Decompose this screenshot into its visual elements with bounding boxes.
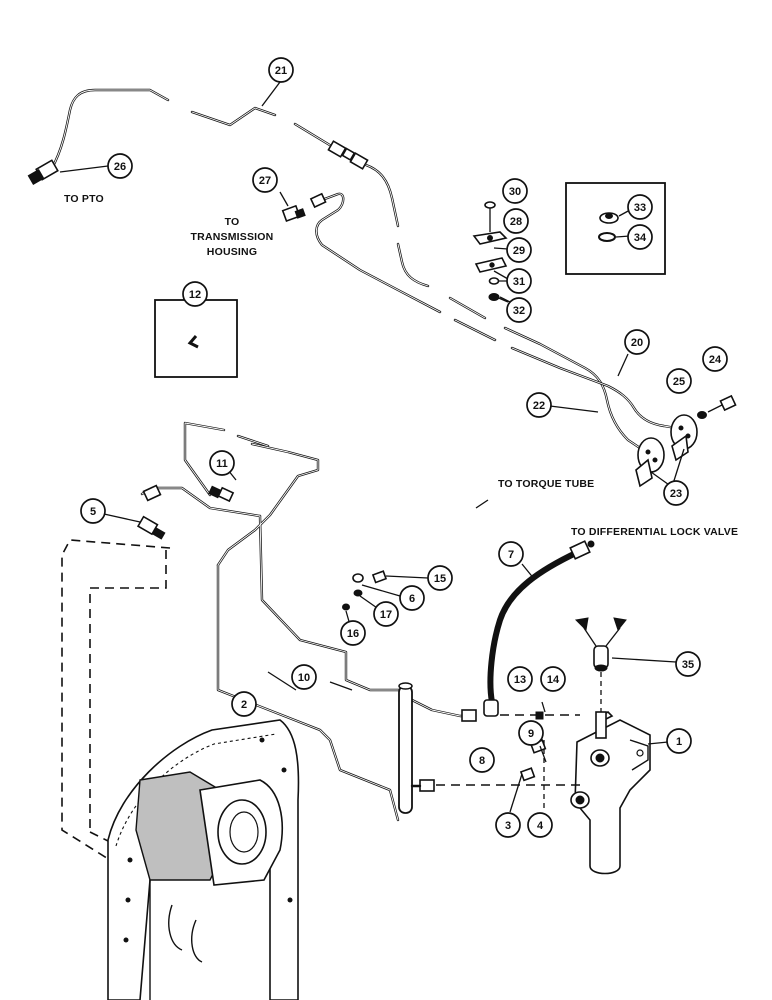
callout-4: 4: [527, 812, 553, 838]
svg-text:24: 24: [709, 354, 722, 366]
svg-text:22: 22: [533, 400, 545, 412]
tube-21: [50, 88, 642, 450]
svg-text:7: 7: [508, 549, 514, 561]
svg-text:12: 12: [189, 289, 201, 301]
svg-text:34: 34: [634, 232, 647, 244]
svg-text:17: 17: [380, 609, 392, 621]
callout-8: 8: [469, 747, 495, 773]
parts-6-15-16-17: [342, 570, 429, 626]
tank-outline: [61, 539, 171, 861]
callout-15: 15: [427, 565, 453, 591]
svg-text:29: 29: [513, 245, 525, 257]
inset-box-12: [154, 299, 238, 378]
callout-35: 35: [675, 651, 701, 677]
svg-text:30: 30: [509, 186, 521, 198]
callout-5: 5: [80, 498, 106, 524]
valve-1: [570, 711, 669, 875]
svg-text:27: 27: [259, 175, 271, 187]
svg-text:14: 14: [547, 674, 560, 686]
svg-text:13: 13: [514, 674, 526, 686]
svg-text:10: 10: [298, 672, 310, 684]
svg-text:16: 16: [347, 628, 359, 640]
label-to-transmission-1: TO: [225, 216, 240, 228]
elbow-5: [103, 513, 166, 540]
callout-14: 14: [540, 666, 566, 692]
callout-21: 21: [268, 57, 294, 83]
callout-26: 26: [107, 153, 133, 179]
label-to-pto: TO PTO: [64, 193, 104, 205]
callout-34: 34: [627, 224, 653, 250]
svg-text:25: 25: [673, 376, 685, 388]
svg-text:28: 28: [510, 216, 522, 228]
svg-text:23: 23: [670, 488, 682, 500]
callout-17: 17: [373, 601, 399, 627]
svg-text:5: 5: [90, 506, 96, 518]
callout-27: 27: [252, 167, 278, 193]
svg-text:35: 35: [682, 659, 694, 671]
sensor-35: [574, 617, 677, 712]
svg-text:31: 31: [513, 276, 525, 288]
callout-9: 9: [518, 720, 544, 746]
callout-11: 11: [209, 450, 235, 476]
torque-tube-blocks: [635, 394, 737, 488]
callout-22: 22: [526, 392, 552, 418]
callout-13: 13: [507, 666, 533, 692]
callout-1: 1: [666, 728, 692, 754]
leader-lines: [227, 81, 629, 691]
callout-31: 31: [506, 268, 532, 294]
svg-text:21: 21: [275, 65, 287, 77]
hose-7: [483, 540, 595, 717]
callout-16: 16: [340, 620, 366, 646]
label-to-differential-lock-valve: TO DIFFERENTIAL LOCK VALVE: [571, 526, 738, 538]
svg-text:20: 20: [631, 337, 643, 349]
callout-25: 25: [666, 368, 692, 394]
svg-text:11: 11: [216, 458, 228, 470]
svg-text:9: 9: [528, 728, 534, 740]
svg-text:32: 32: [513, 305, 525, 317]
callout-12: 12: [182, 281, 208, 307]
elbow-26: [27, 159, 109, 186]
callout-24: 24: [702, 346, 728, 372]
label-to-transmission-2: TRANSMISSION: [191, 231, 274, 243]
small-fittings: [436, 701, 580, 813]
svg-text:1: 1: [676, 736, 682, 748]
svg-text:8: 8: [479, 755, 485, 767]
callout-33: 33: [627, 194, 653, 220]
callout-28: 28: [503, 208, 529, 234]
inset-box-33-34: [565, 182, 666, 275]
callout-2: 2: [231, 691, 257, 717]
tube-20: [309, 192, 678, 430]
svg-text:15: 15: [434, 573, 446, 585]
label-to-torque-tube: TO TORQUE TUBE: [498, 478, 594, 490]
svg-text:3: 3: [505, 820, 511, 832]
clamp-stack: [472, 201, 523, 309]
svg-text:6: 6: [409, 593, 415, 605]
svg-text:33: 33: [634, 202, 646, 214]
label-to-transmission-3: HOUSING: [207, 246, 257, 258]
callout-7: 7: [498, 541, 524, 567]
fitting-27: [279, 191, 306, 223]
svg-text:4: 4: [537, 820, 544, 832]
transmission-housing: [107, 719, 300, 1000]
callout-30: 30: [502, 178, 528, 204]
callout-10: 10: [291, 664, 317, 690]
callout-3: 3: [495, 812, 521, 838]
svg-text:26: 26: [114, 161, 126, 173]
callout-29: 29: [506, 237, 532, 263]
callout-20: 20: [624, 329, 650, 355]
callout-6: 6: [399, 585, 425, 611]
svg-text:2: 2: [241, 699, 247, 711]
callout-23: 23: [663, 480, 689, 506]
tube-2-and-10: [140, 421, 477, 822]
callout-32: 32: [506, 297, 532, 323]
